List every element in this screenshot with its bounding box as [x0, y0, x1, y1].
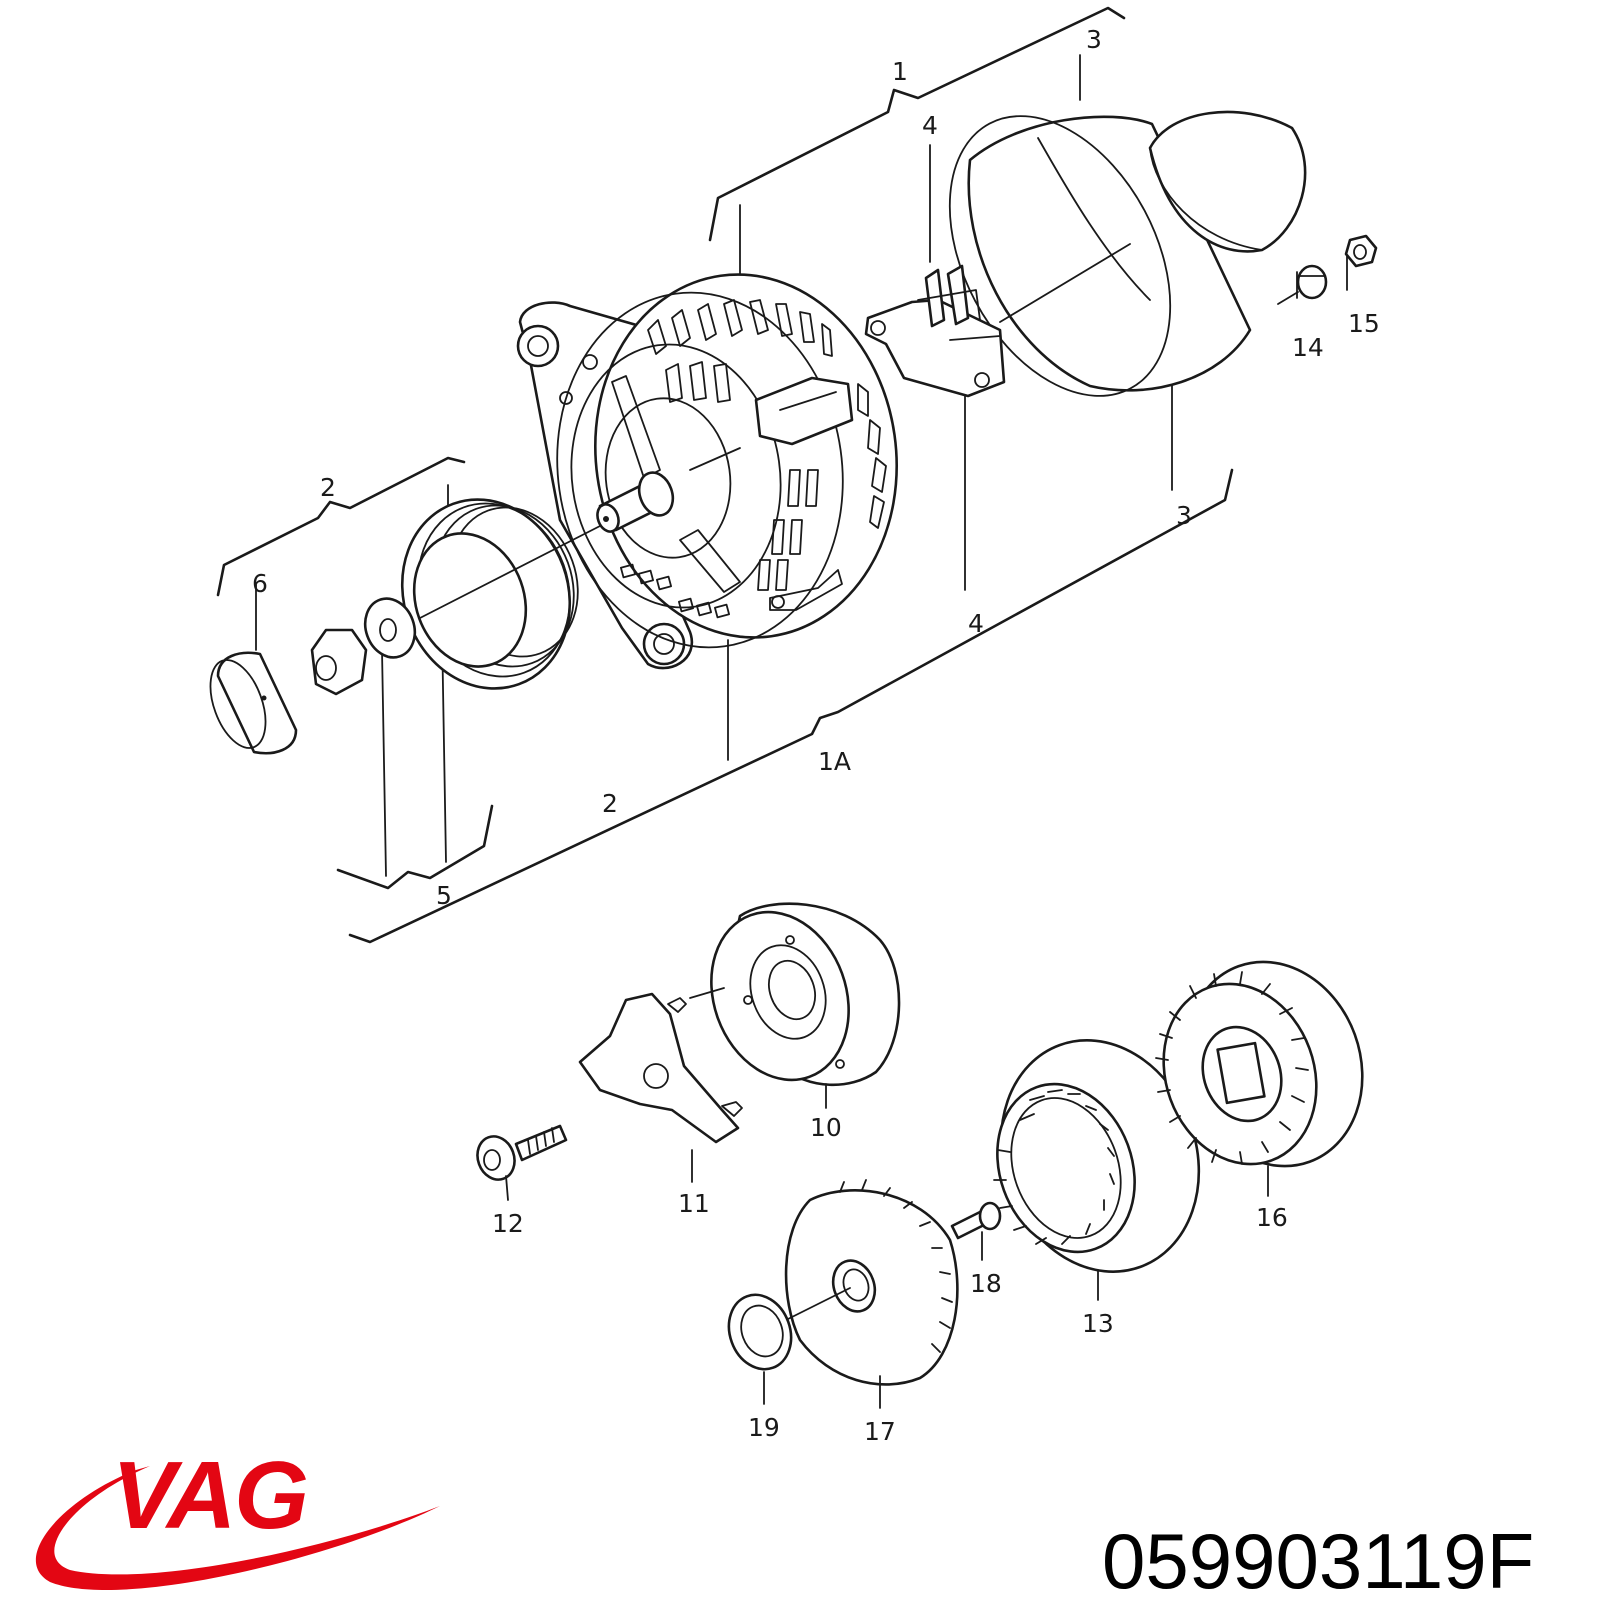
callout-3-top: 3	[1086, 25, 1102, 54]
vag-logo: VAG	[35, 1442, 440, 1591]
callout-1: 1	[892, 57, 908, 86]
pulley	[400, 498, 601, 690]
callout-10: 10	[810, 1113, 842, 1142]
group-brackets	[216, 6, 1348, 944]
callout-labels: 1 3 4 15 14 3 2 6 4 1A 2 5 10 11 12 16 1…	[252, 25, 1380, 1446]
bracket-11	[578, 987, 743, 1144]
seal-19	[727, 1293, 793, 1371]
alternator-body	[516, 273, 898, 670]
callout-3-bottom: 3	[1176, 501, 1192, 530]
callout-15: 15	[1348, 309, 1380, 338]
cap-6	[209, 651, 298, 755]
callout-17: 17	[864, 1417, 896, 1446]
callout-13: 13	[1082, 1309, 1114, 1338]
part-number: 059903119F	[1102, 1517, 1534, 1600]
callout-2-top: 2	[320, 473, 336, 502]
bolt-18	[950, 1201, 1002, 1240]
callout-18: 18	[970, 1269, 1002, 1298]
gear-16	[1155, 960, 1364, 1168]
callout-12: 12	[492, 1209, 524, 1238]
callout-5: 5	[436, 881, 452, 910]
lower-leader-lines	[505, 1083, 1269, 1409]
rear-cap	[948, 110, 1307, 397]
logo-swoosh	[35, 1466, 440, 1591]
callout-14: 14	[1292, 333, 1324, 362]
cooling-fins	[647, 299, 887, 591]
callout-1a: 1A	[818, 747, 851, 776]
callout-11: 11	[678, 1189, 710, 1218]
callout-4-top: 4	[922, 111, 938, 140]
callout-19: 19	[748, 1413, 780, 1442]
callout-16: 16	[1256, 1203, 1288, 1232]
nut-5	[310, 628, 368, 696]
bearing-housing-10	[710, 902, 901, 1087]
ring-gear-13	[993, 1039, 1201, 1273]
gear-17	[784, 1179, 959, 1386]
bolt-12	[476, 1124, 568, 1181]
callout-6: 6	[252, 569, 268, 598]
callout-4-bottom: 4	[968, 609, 984, 638]
brand-name: VAG	[112, 1442, 307, 1549]
washer-5	[363, 597, 417, 659]
callout-2-bottom: 2	[602, 789, 618, 818]
nut-14	[1277, 264, 1328, 305]
voltage-regulator	[864, 264, 1006, 398]
vent-slots	[620, 563, 730, 619]
nut-15	[1344, 234, 1378, 268]
